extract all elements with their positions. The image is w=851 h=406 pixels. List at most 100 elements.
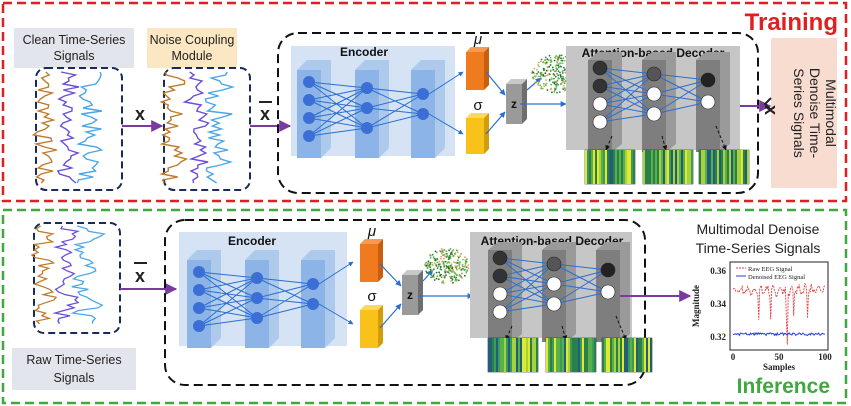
decoder-node <box>546 256 562 272</box>
inference-output-title-line2: Time-Series Signals <box>696 240 821 256</box>
decoder-node <box>492 304 508 320</box>
decoder-node <box>492 286 508 302</box>
training-z-block: z <box>506 79 527 124</box>
inference-sigma-block: σ <box>360 288 383 348</box>
xbar-label: x <box>260 104 270 124</box>
inference-encoder-title: Encoder <box>228 234 276 248</box>
encoder-node <box>251 292 263 304</box>
encoder-node <box>303 76 315 88</box>
raw-signals-label-box <box>12 348 136 390</box>
training-encoder-title: Encoder <box>340 45 388 59</box>
ytick-2: 0.32 <box>710 332 726 342</box>
denoised-eeg-line <box>732 331 825 337</box>
clean-signals-label-line1: Clean Time-Series <box>23 33 126 47</box>
inference-output-title-line1: Multimodal Denoise <box>697 221 820 237</box>
encoder-node <box>303 130 315 142</box>
decoder-node <box>600 262 616 278</box>
training-z-label: z <box>511 97 517 111</box>
encoder-node <box>251 272 263 284</box>
chart-xlabel: Samples <box>763 362 796 372</box>
encoder-node <box>361 82 373 94</box>
output-label-line3: Series Signals <box>791 68 807 158</box>
decoder-node <box>600 284 616 300</box>
inference-z-label: z <box>407 288 413 302</box>
signal-trace <box>56 71 81 184</box>
encoder-node <box>303 112 315 124</box>
encoder-node <box>251 312 263 324</box>
signal-trace <box>159 71 189 184</box>
decoder-node <box>546 276 562 292</box>
decoder-node <box>492 250 508 266</box>
raw-signals-label-line1: Raw Time-Series <box>26 353 121 367</box>
encoder-node <box>193 302 205 314</box>
training-sigma-block: σ <box>466 97 489 154</box>
inference-encoder: Encoder <box>179 232 354 348</box>
inference-title: Inference <box>737 375 830 398</box>
signal-trace <box>75 71 104 184</box>
training-mu-label: μ <box>473 31 482 48</box>
inference-mu-label: μ <box>367 223 376 240</box>
inference-panel: Inference Raw Time-Series Signals x Enco… <box>1 208 848 405</box>
inference-z-block: z <box>402 270 423 315</box>
decoder-node <box>646 66 662 82</box>
signal-trace <box>52 225 80 324</box>
raw-signals-label-line2: Signals <box>54 371 95 385</box>
inference-mu-block: μ <box>360 223 383 282</box>
raw-eeg-line <box>732 282 826 345</box>
noise-module-label-line1: Noise Coupling <box>150 33 235 47</box>
encoder-node <box>193 266 205 278</box>
encoder-node <box>417 88 429 100</box>
encoder-node <box>361 122 373 134</box>
inference-sigma-label: σ <box>367 288 377 305</box>
clean-signals-label-line2: Signals <box>54 49 95 63</box>
chart-frame <box>729 261 829 351</box>
legend-denoised: Denoised EEG Signal <box>748 274 805 281</box>
decoder-node <box>646 106 662 122</box>
inference-model-box <box>164 219 646 386</box>
decoder-node <box>700 72 716 88</box>
decoder-node <box>492 268 508 284</box>
signal-trace <box>204 71 236 184</box>
encoder-node <box>307 298 319 310</box>
noise-module-label-line2: Module <box>172 49 213 63</box>
signal-trace <box>31 71 57 184</box>
denoise-chart: Raw EEG Signal Denoised EEG Signal 0.36 … <box>691 261 832 372</box>
encoder-node <box>193 320 205 332</box>
clean-signals-plot <box>31 67 123 191</box>
training-model-box <box>277 32 759 194</box>
training-title: Training <box>745 9 838 36</box>
xtick-2: 100 <box>818 352 832 362</box>
decoder-node <box>646 86 662 102</box>
clean-signals-label-box <box>14 28 134 68</box>
training-output-box: x Multimodal Denoise Time- Series Signal… <box>761 38 839 188</box>
x-label: x <box>135 104 145 124</box>
decoder-node <box>592 96 608 112</box>
signal-trace <box>70 225 106 324</box>
inference-latent-cloud <box>424 248 470 284</box>
training-mu-block: μ <box>466 31 489 90</box>
decoder-node <box>592 78 608 94</box>
ytick-1: 0.34 <box>710 299 726 309</box>
chart-ylabel: Magnitude <box>691 285 701 327</box>
training-panel: Training Clean Time-Series Signals x Noi… <box>1 1 848 203</box>
legend-raw: Raw EEG Signal <box>748 266 793 273</box>
decoder-node <box>700 94 716 110</box>
output-label-line1: Multimodal <box>823 79 839 147</box>
decoder-node <box>592 114 608 130</box>
xtick-1: 50 <box>775 352 785 362</box>
decoder-node <box>546 296 562 312</box>
ytick-0: 0.36 <box>710 266 726 276</box>
noisy-signals-plot <box>159 67 251 191</box>
encoder-node <box>193 284 205 296</box>
noise-module-label-box <box>147 28 237 68</box>
encoder-node <box>303 94 315 106</box>
output-label-line2: Denoise Time- <box>807 68 823 159</box>
encoder-node <box>417 108 429 120</box>
inference-xbar-label: x <box>135 266 145 286</box>
training-sigma-label: σ <box>473 97 483 114</box>
signal-trace <box>30 225 58 325</box>
signal-trace <box>182 71 210 184</box>
encoder-node <box>361 102 373 114</box>
raw-signals-plot <box>30 222 121 334</box>
training-decoder: Attention-based Decoder <box>566 46 750 185</box>
